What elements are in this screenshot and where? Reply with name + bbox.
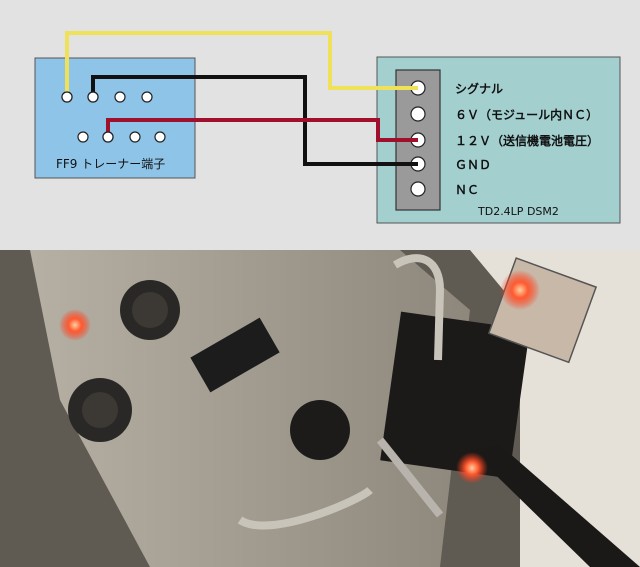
wiring-diagram: FF9 トレーナー端子 シグナル ６Ｖ（モジュール内ＮＣ） １２Ｖ（送信機電池電… <box>0 0 640 250</box>
module-housing <box>380 311 530 479</box>
trainer-pin <box>154 131 166 143</box>
trainer-pin <box>114 91 126 103</box>
trainer-port-label: FF9 トレーナー端子 <box>56 157 165 171</box>
signal-wire <box>65 31 418 97</box>
pin-label-12v: １２Ｖ（送信機電池電圧） <box>455 133 599 148</box>
transmitter-photo <box>0 250 640 567</box>
led-glow <box>59 309 91 341</box>
knob <box>82 392 118 428</box>
trainer-pin-gnd-end <box>87 91 99 103</box>
screw <box>376 437 444 518</box>
trainer-pin-signal-end <box>61 91 73 103</box>
carry-handle-bottom <box>237 486 373 530</box>
knob <box>132 292 168 328</box>
trainer-pin-12v-end <box>102 131 114 143</box>
antenna-shaft <box>470 445 640 567</box>
led-glow <box>456 452 488 484</box>
module-pin-nc <box>410 181 426 197</box>
pin-label-gnd: ＧＮＤ <box>455 158 491 172</box>
pin-label-6v: ６Ｖ（モジュール内ＮＣ） <box>455 107 598 122</box>
module-label: TD2.4LP DSM2 <box>477 205 559 218</box>
model-plate <box>190 317 280 393</box>
pin-label-nc: ＮＣ <box>455 183 479 197</box>
carry-handle <box>392 254 445 361</box>
trainer-pin <box>77 131 89 143</box>
pin-label-signal: シグナル <box>455 81 503 96</box>
12v-wire <box>106 118 418 142</box>
module-pin-6v <box>410 106 426 122</box>
gnd-wire <box>91 75 418 166</box>
trainer-pin <box>129 131 141 143</box>
switch-knob <box>290 400 350 460</box>
led-glow <box>500 270 540 310</box>
trainer-pin <box>141 91 153 103</box>
